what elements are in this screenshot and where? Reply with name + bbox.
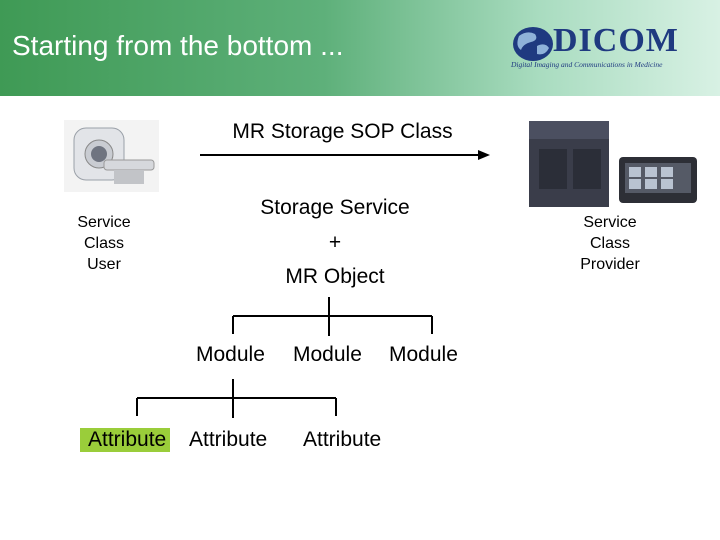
storage-workstation-icon bbox=[529, 121, 697, 207]
mr-scanner-icon bbox=[64, 120, 159, 192]
scu-label-line: User bbox=[87, 256, 121, 273]
storage-service-label: Storage Service bbox=[260, 196, 410, 219]
mr-object-label: MR Object bbox=[285, 265, 385, 288]
attribute-label: Attribute bbox=[189, 428, 268, 451]
logo-wordmark: DICOM bbox=[553, 22, 679, 59]
arrow-head-icon bbox=[478, 150, 490, 160]
logo-tagline: Digital Imaging and Communications in Me… bbox=[511, 60, 663, 69]
scp-label-line: Class bbox=[589, 235, 630, 252]
scu-label-line: Class bbox=[83, 235, 124, 252]
scu-label: Service Class User bbox=[60, 212, 148, 275]
dicom-logo: DICOM Digital Imaging and Communications… bbox=[505, 22, 710, 74]
slide-title: Starting from the bottom ... bbox=[12, 30, 344, 61]
scp-label-line: Provider bbox=[580, 256, 640, 273]
scu-label-line: Service bbox=[77, 214, 131, 231]
module-label: Module bbox=[293, 343, 362, 366]
plus-label: + bbox=[328, 231, 342, 254]
sop-class-label: MR Storage SOP Class bbox=[232, 120, 453, 143]
attribute-label-highlighted: Attribute bbox=[80, 428, 171, 452]
scp-label-line: Service bbox=[583, 214, 637, 231]
scp-label: Service Class Provider bbox=[566, 212, 654, 275]
module-label: Module bbox=[389, 343, 458, 366]
attribute-label: Attribute bbox=[303, 428, 382, 451]
slide-header: Starting from the bottom ... DICOM Digit… bbox=[0, 0, 720, 96]
module-label: Module bbox=[196, 343, 265, 366]
globe-icon bbox=[513, 27, 553, 61]
